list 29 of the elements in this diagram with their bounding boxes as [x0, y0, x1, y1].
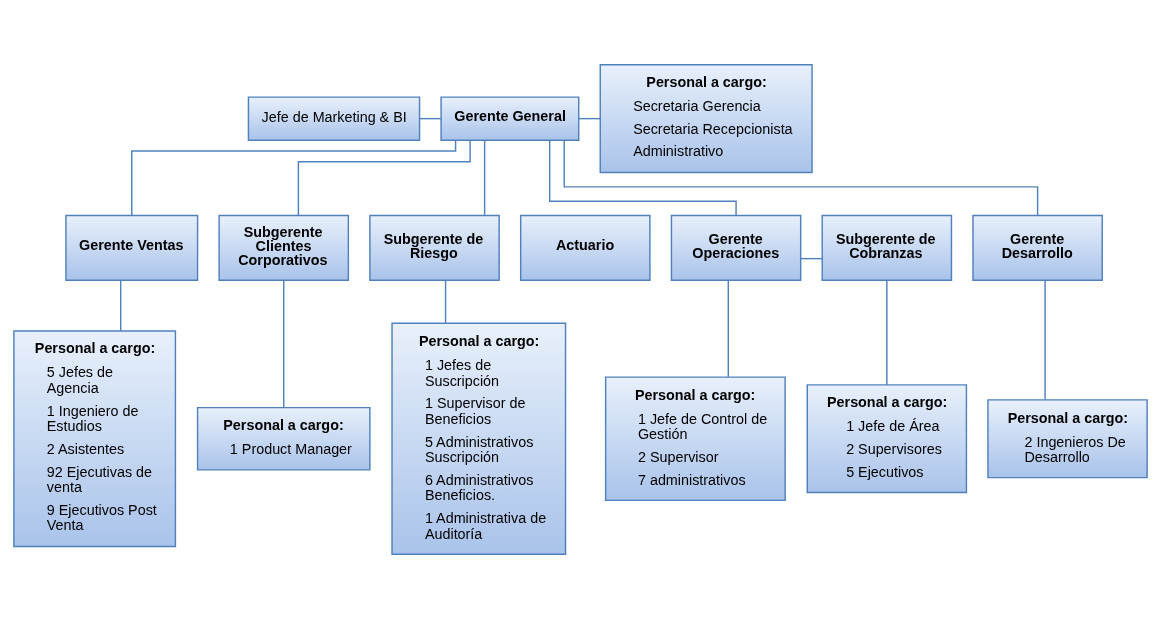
connector: [119, 279, 122, 332]
node-box: Gerente General: [440, 96, 580, 141]
node-box: Personal a cargo: 1 Product Manager: [196, 406, 371, 471]
node-box: Subgerente de Riesgo: [369, 214, 500, 281]
connector: [297, 139, 471, 216]
connector: [283, 279, 285, 409]
connector: [419, 117, 442, 120]
node-box: Gerente Operaciones: [670, 214, 802, 281]
node-box: Gerente Desarrollo: [972, 214, 1103, 281]
connector: [578, 117, 601, 120]
node-box: Actuario: [519, 214, 651, 281]
connector: [563, 139, 1039, 216]
connector: [483, 139, 486, 216]
connector: [131, 139, 457, 216]
connector: [444, 279, 447, 324]
node-box: Personal a cargo: 1 Jefe de Control de Gestión 2 Supervisor 7 administrativos: [604, 376, 786, 502]
node-box: Personal a cargo: 1 Jefe de Área 2 Supervisores 5 Ejecutivos: [806, 384, 968, 494]
node-box: Subgerente Clientes Corporativos: [218, 214, 350, 281]
connector: [1044, 279, 1046, 401]
node-box: Jefe de Marketing & BI: [247, 96, 421, 141]
connector: [886, 279, 888, 386]
node-box: Personal a cargo: Secretaria Gerencia Secretaria Recepcionista Administrativo: [599, 64, 813, 174]
node-box: Personal a cargo: 5 Jefes de Agencia 1 Ingeniero de Estudios 2 Asistentes 92 Ejecutivas de venta 9 Ejecutivos Post Venta: [13, 330, 177, 548]
node-box: Gerente Ventas: [65, 214, 199, 281]
node-box: Personal a cargo: 1 Jefes de Suscripción 1 Supervisor de Beneficios 5 Administrativos Suscripción 6 Administrativos Beneficios. 1 Administrativa de Auditoría: [391, 322, 567, 555]
node-box: Subgerente de Cobranzas: [821, 214, 953, 281]
connector: [727, 279, 729, 378]
node-box: Personal a cargo: 2 Ingenieros De Desarrollo: [987, 399, 1148, 479]
connector: [800, 257, 823, 260]
